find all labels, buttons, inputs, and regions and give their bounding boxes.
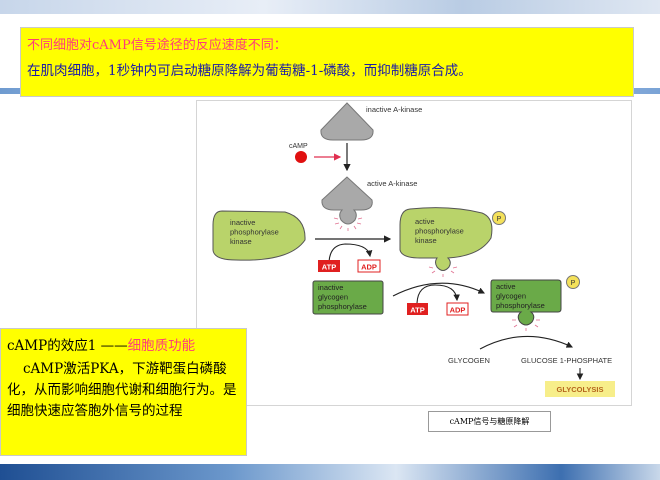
camp-label: cAMP <box>289 143 308 150</box>
camp-dot <box>295 151 307 163</box>
effect-textbox: cAMP的效应1 ——细胞质功能 cAMP激活PKA，下游靶蛋白磷酸化，从而影响… <box>0 328 247 456</box>
adp-label: ADP <box>361 263 377 272</box>
effect-body: cAMP激活PKA，下游靶蛋白磷酸化，从而影响细胞代谢和细胞行为。是细胞快速应答… <box>7 361 237 419</box>
active-a-kinase-label: active A-kinase <box>367 179 417 188</box>
atp-label: ATP <box>322 263 336 272</box>
figure-caption: cAMP信号与糖原降解 <box>428 411 551 432</box>
active-glycogen-phosphorylase-shape <box>490 279 562 326</box>
active-a-kinase-shape <box>321 176 373 225</box>
intro-textbox: 不同细胞对cAMP信号途径的反应速度不同： 在肌肉细胞，1秒钟内可启动糖原降解为… <box>20 27 634 97</box>
effect-heading: cAMP的效应1 ——细胞质功能 <box>7 334 195 354</box>
atp-label-2: ATP <box>410 306 424 315</box>
phosphate-label-2: P <box>571 280 576 287</box>
inactive-glycogen-phosphorylase-shape <box>312 280 384 315</box>
glycogen-label: GLYCOGEN <box>448 356 490 365</box>
header-banner <box>0 0 660 14</box>
footer-banner <box>0 464 660 480</box>
glycolysis-label: GLYCOLYSIS <box>557 385 604 394</box>
intro-body: 在肌肉细胞，1秒钟内可启动糖原降解为葡萄糖-1-磷酸，而抑制糖原合成。 <box>27 63 472 79</box>
adp-label-2: ADP <box>450 306 466 315</box>
effect-heading-highlight: 细胞质功能 <box>127 338 196 354</box>
g1p-label: GLUCOSE 1-PHOSPHATE <box>521 356 612 365</box>
intro-heading: 不同细胞对cAMP信号途径的反应速度不同： <box>27 38 287 53</box>
active-phosphorylase-kinase-shape <box>399 207 493 271</box>
phosphate-label: P <box>497 216 502 223</box>
inactive-a-kinase-label: inactive A-kinase <box>366 105 422 114</box>
effect-heading-prefix: cAMP的效应1 —— <box>7 338 128 354</box>
inactive-a-kinase-shape <box>320 102 374 141</box>
inactive-phosphorylase-kinase-shape <box>212 210 306 261</box>
